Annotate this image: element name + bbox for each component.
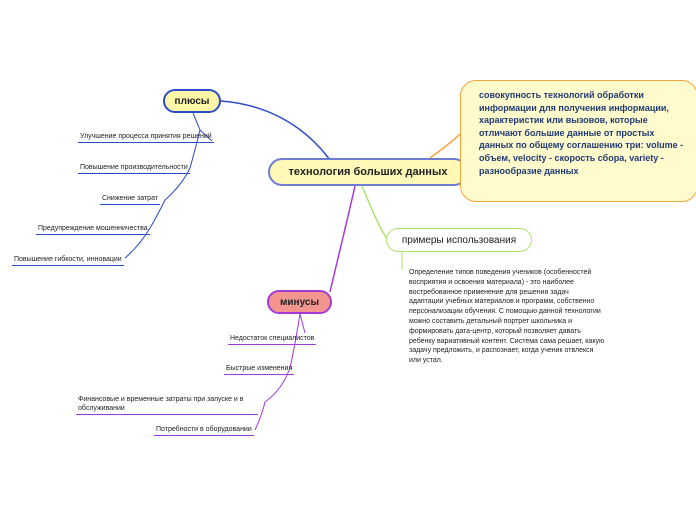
plus-node[interactable]: плюсы bbox=[163, 89, 221, 113]
link-plus-leaves bbox=[124, 112, 213, 259]
minus-item-4[interactable]: Потребности в оборудовании bbox=[154, 425, 254, 436]
plus-item-1[interactable]: Улучшение процесса принятия решений bbox=[78, 132, 214, 143]
minus-node[interactable]: минусы bbox=[267, 290, 332, 314]
plus-item-3[interactable]: Снижение затрат bbox=[100, 194, 161, 205]
examples-node[interactable]: примеры использования bbox=[386, 228, 532, 252]
minus-item-1[interactable]: Недостаток специалистов bbox=[228, 334, 317, 345]
link-central-minus bbox=[329, 185, 356, 293]
plus-item-4[interactable]: Предупреждение мошенничества bbox=[36, 224, 150, 235]
minus-item-3[interactable]: Финансовые и временные затраты при запус… bbox=[76, 395, 258, 415]
link-central-examples bbox=[361, 185, 389, 241]
definition-node[interactable]: совокупность технологий обработки информ… bbox=[460, 80, 696, 202]
central-node[interactable]: технология больших данных bbox=[268, 158, 468, 186]
link-minus-leaves bbox=[254, 313, 306, 431]
plus-item-2[interactable]: Повышение производительности bbox=[78, 163, 190, 174]
plus-item-5[interactable]: Повышение гибкости, инновации bbox=[12, 255, 124, 266]
link-central-plus bbox=[220, 100, 331, 161]
examples-description[interactable]: Определение типов поведения учеников (ос… bbox=[409, 269, 605, 365]
minus-item-2[interactable]: Быстрые изменения bbox=[224, 364, 295, 375]
